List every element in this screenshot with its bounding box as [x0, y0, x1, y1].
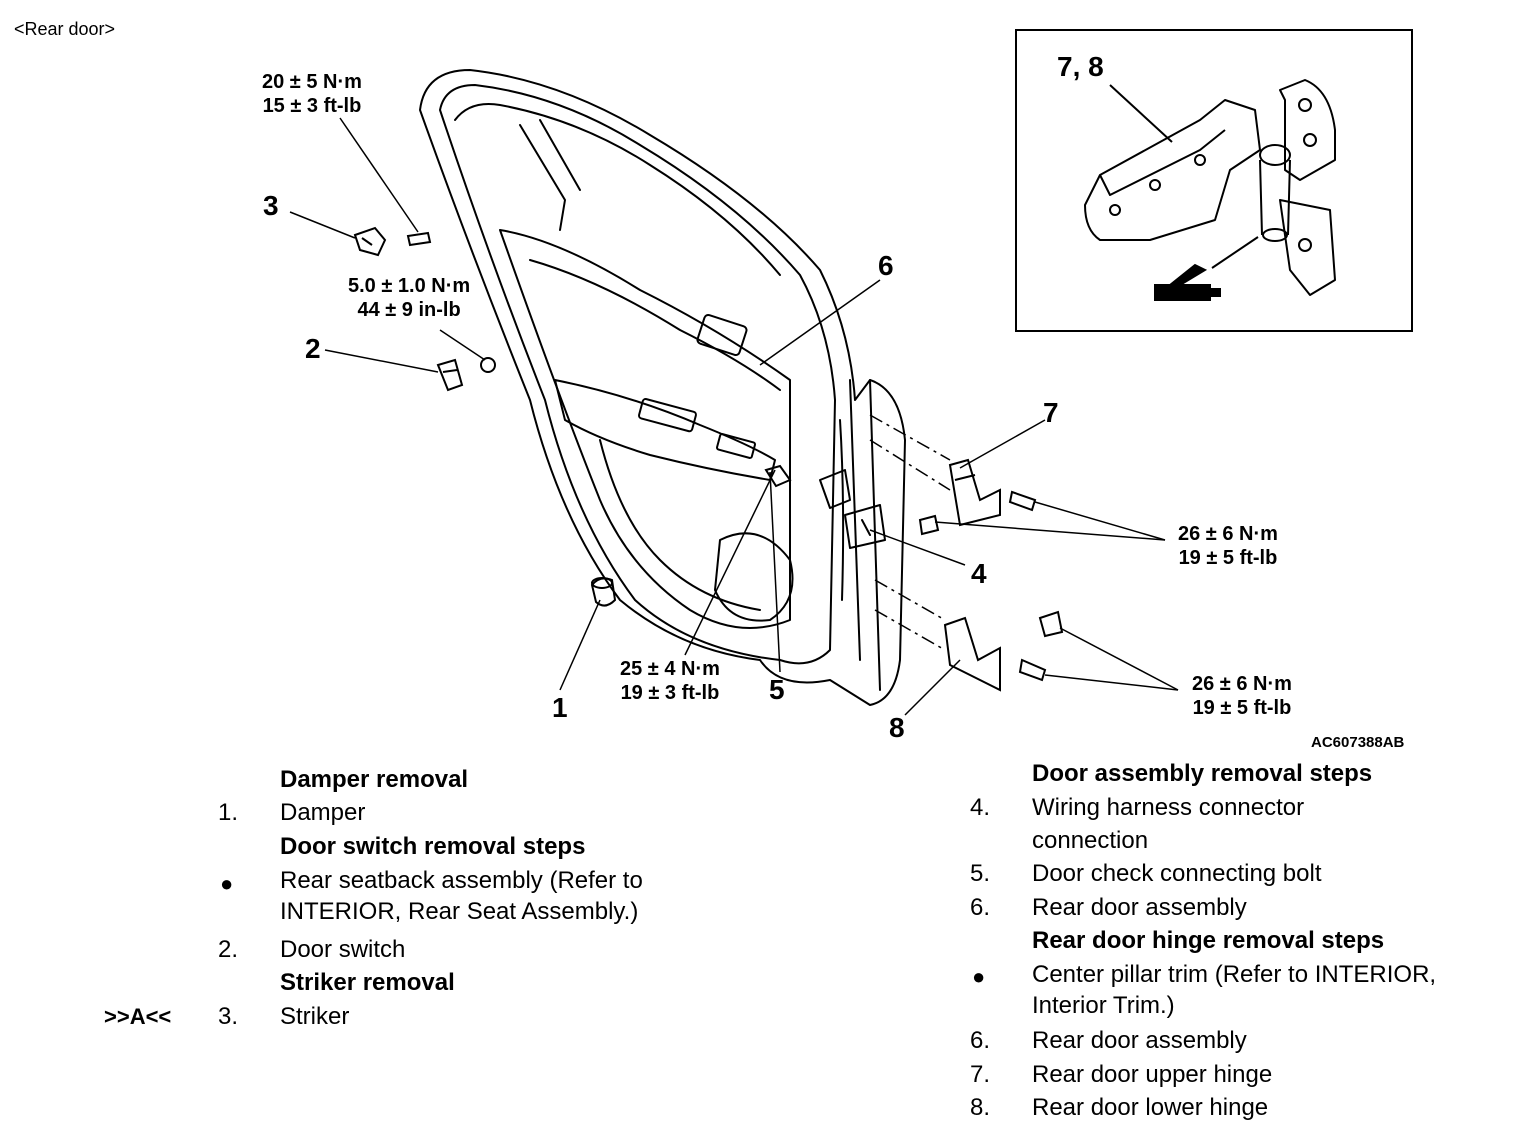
trim-pocket — [599, 439, 761, 611]
list-item-seatback-line1: Rear seatback assembly (Refer to — [280, 867, 643, 894]
check-bolt-part — [764, 464, 792, 488]
door-switch-part — [436, 358, 464, 392]
damper-part — [590, 577, 617, 607]
list-item-number: 8. — [970, 1094, 991, 1121]
callout-7: 7 — [1043, 397, 1059, 428]
trim-armrest — [554, 379, 776, 481]
wiring-connector — [844, 504, 886, 549]
trim-upper-contour — [529, 259, 781, 391]
torque-imperial: 19 ± 5 ft-lb — [1178, 547, 1278, 569]
striker-bolt — [406, 231, 432, 247]
list-item-number: 6. — [970, 894, 991, 921]
list-item-pillar-trim-line1: Center pillar trim (Refer to INTERIOR, — [1032, 961, 1437, 988]
torque-upper-hinge: 26 ± 6 N·m 19 ± 5 ft-lb — [1178, 522, 1278, 570]
callout-8: 8 — [889, 712, 905, 743]
lower-hinge-part — [943, 616, 1001, 692]
trim-panel — [499, 229, 791, 629]
list-item-pillar-trim-line2: Interior Trim.) — [1032, 992, 1175, 1019]
striker-removal-heading: Striker removal — [280, 969, 455, 996]
list-item-rear-door: Rear door assembly — [1032, 894, 1247, 921]
damper-removal-heading: Damper removal — [280, 766, 469, 793]
torque-imperial: 19 ± 3 ft-lb — [620, 682, 720, 704]
list-item-striker: Striker — [280, 1003, 350, 1030]
callout-1: 1 — [552, 692, 568, 723]
callout-6: 6 — [878, 250, 894, 281]
section-label: <Rear door> — [14, 19, 116, 39]
callout-4: 4 — [971, 558, 987, 589]
hinge-removal-heading: Rear door hinge removal steps — [1032, 927, 1385, 954]
speaker-grille — [714, 532, 794, 622]
torque-imperial: 19 ± 5 ft-lb — [1192, 697, 1292, 719]
torque-check-bolt: 25 ± 4 N·m 19 ± 3 ft-lb — [620, 657, 720, 705]
service-point-mark: >>A<< — [104, 1004, 172, 1029]
door-check — [819, 469, 851, 509]
list-item-upper-hinge: Rear door upper hinge — [1032, 1061, 1273, 1088]
torque-imperial: 15 ± 3 ft-lb — [262, 95, 362, 117]
list-item-seatback-line2: INTERIOR, Rear Seat Assembly.) — [280, 898, 639, 925]
torque-metric: 5.0 ± 1.0 N·m — [348, 275, 471, 297]
list-item-door-switch: Door switch — [280, 936, 406, 963]
list-item-check-bolt: Door check connecting bolt — [1032, 860, 1322, 887]
torque-metric: 25 ± 4 N·m — [620, 658, 720, 680]
torque-striker-bolt: 20 ± 5 N·m 15 ± 3 ft-lb — [262, 70, 362, 118]
striker-part — [353, 226, 387, 257]
list-item-damper: Damper — [280, 799, 366, 826]
lower-hinge-bolt-upper — [1038, 610, 1064, 638]
grease-icon — [1154, 263, 1221, 301]
inner-handle — [696, 313, 748, 357]
switch-bezel — [715, 433, 757, 459]
window-switch — [638, 398, 697, 433]
door-inner-frame — [439, 84, 836, 665]
list-item-number: 2. — [218, 936, 239, 963]
torque-imperial: 44 ± 9 in-lb — [357, 299, 461, 321]
door-outer-frame — [419, 69, 906, 706]
figure-code: AC607388AB — [1311, 734, 1405, 751]
callout-3: 3 — [263, 190, 279, 221]
callout-2: 2 — [305, 333, 321, 364]
rear-door-exploded-diagram — [289, 29, 1413, 716]
bullet-icon: ● — [972, 964, 986, 989]
list-item-number: 7. — [970, 1061, 991, 1088]
list-item-wiring-line1: Wiring harness connector — [1032, 794, 1305, 821]
upper-hinge-part — [948, 458, 1001, 527]
callout-7-8: 7, 8 — [1057, 51, 1104, 82]
list-item-number: 1. — [218, 799, 239, 826]
list-item-number: 5. — [970, 860, 991, 887]
lower-hinge-bolt-lower — [1018, 658, 1047, 682]
torque-switch: 5.0 ± 1.0 N·m 44 ± 9 in-lb — [348, 274, 470, 322]
list-item-rear-door-2: Rear door assembly — [1032, 1027, 1247, 1054]
torque-lower-hinge: 26 ± 6 N·m 19 ± 5 ft-lb — [1192, 672, 1292, 720]
list-item-number: 3. — [218, 1003, 239, 1030]
torque-metric: 20 ± 5 N·m — [262, 71, 362, 93]
torque-metric: 26 ± 6 N·m — [1178, 523, 1278, 545]
upper-hinge-bolt — [1008, 490, 1037, 512]
torque-metric: 26 ± 6 N·m — [1192, 673, 1292, 695]
door-assembly-removal-heading: Door assembly removal steps — [1032, 760, 1373, 787]
door-switch-screw — [480, 357, 496, 373]
callout-5: 5 — [769, 674, 785, 705]
inset-hinge-drawing — [1084, 79, 1336, 296]
list-item-number: 4. — [970, 794, 991, 821]
upper-hinge-nut — [918, 514, 940, 536]
window-channel — [454, 103, 781, 276]
list-item-lower-hinge: Rear door lower hinge — [1032, 1094, 1269, 1121]
list-item-number: 6. — [970, 1027, 991, 1054]
list-item-wiring-line2: connection — [1032, 827, 1149, 854]
hinge-inset-box — [1015, 29, 1413, 332]
window-sash — [519, 119, 581, 231]
bullet-icon: ● — [220, 871, 234, 896]
door-edge — [839, 379, 881, 691]
door-switch-removal-heading: Door switch removal steps — [280, 833, 586, 860]
